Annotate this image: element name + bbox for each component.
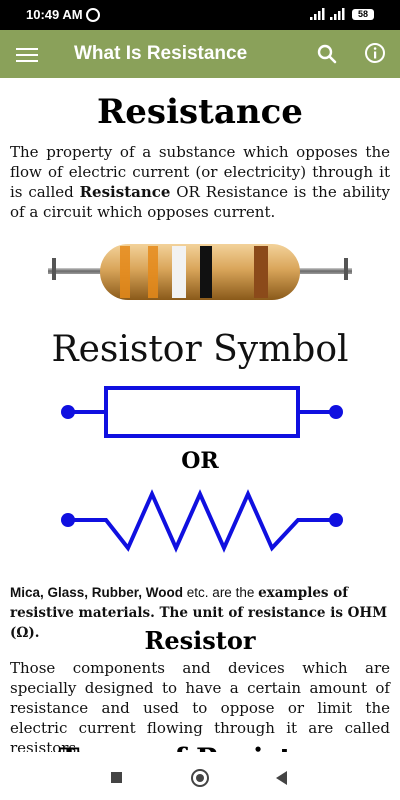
intro-bold-term: Resistance [79, 183, 171, 201]
status-time: 10:49 AM [26, 7, 83, 22]
resistor-paragraph: Those components and devices which are s… [10, 659, 390, 757]
resistor-symbol-title: Resistor Symbol [51, 329, 349, 370]
intro-paragraph: The property of a substance which oppose… [10, 142, 390, 222]
materials-paragraph: Mica, Glass, Rubber, Wood etc. are the e… [10, 583, 390, 643]
signal-icon [330, 8, 345, 20]
resistor-heading: Resistor [144, 626, 256, 655]
alarm-icon [86, 8, 100, 22]
intro-text: The property of a substance which oppose… [10, 143, 390, 201]
or-label: OR [181, 448, 219, 474]
page-title: Resistance [97, 92, 303, 132]
navigation-bar [0, 752, 400, 800]
article-content: Resistance The property of a substance w… [0, 78, 400, 760]
menu-icon[interactable] [16, 44, 38, 64]
status-bar: 10:49 AM 58 [0, 0, 400, 30]
materials-bold-rest: examples of resistive materials. The uni… [10, 585, 388, 641]
resistor-image [48, 244, 352, 300]
nav-home-icon[interactable] [191, 769, 209, 787]
resistor-symbol-rectangle [61, 386, 343, 438]
info-icon[interactable] [364, 42, 386, 64]
resistor-symbol-zigzag [61, 489, 343, 553]
intro-text-rest: OR Resistance is the ability of a circui… [10, 183, 390, 221]
nav-back-icon[interactable] [276, 771, 287, 785]
materials-bold: Mica, Glass, Rubber, Wood [10, 585, 184, 600]
materials-text: etc. are the [183, 585, 259, 600]
signal-icon [310, 8, 325, 20]
nav-recents-icon[interactable] [111, 772, 122, 783]
app-bar: What Is Resistance [0, 30, 400, 78]
battery-icon: 58 [352, 9, 374, 20]
search-icon[interactable] [316, 43, 338, 65]
app-bar-title: What Is Resistance [74, 43, 248, 64]
